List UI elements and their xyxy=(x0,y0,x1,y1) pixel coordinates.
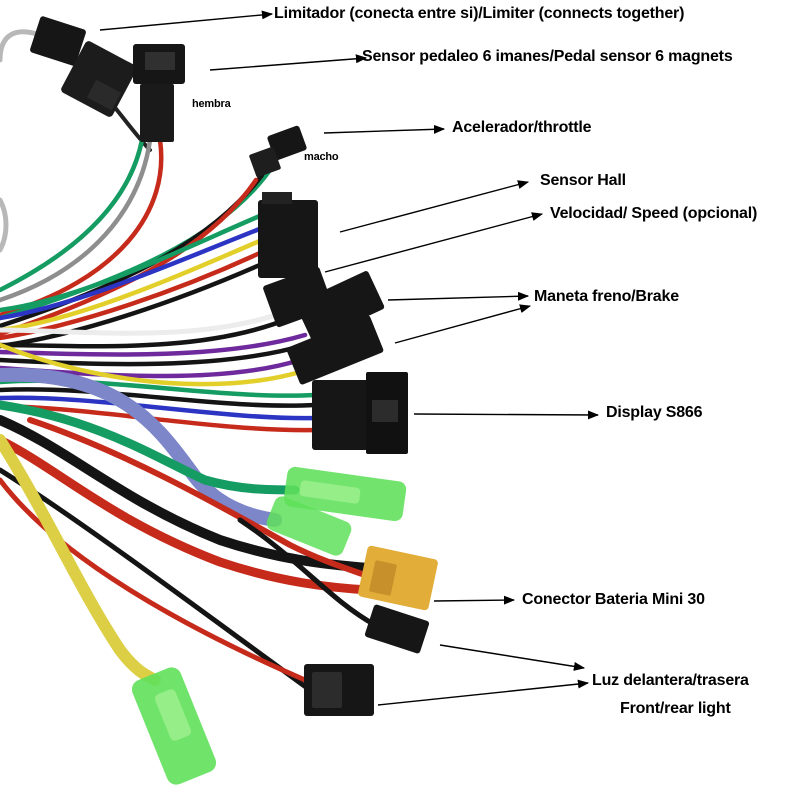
arrow-battery xyxy=(433,595,516,605)
wire-brake-purple-1 xyxy=(0,332,308,357)
arrow-limiter xyxy=(99,10,274,31)
label-throttle: Acelerador/throttle xyxy=(452,119,592,136)
wire-red-battery-2 xyxy=(27,417,368,578)
wire-black-battery xyxy=(0,415,375,573)
arrow-display xyxy=(413,410,600,420)
label-light-en: Front/rear light xyxy=(620,700,731,717)
label-hembra: hembra xyxy=(192,98,231,110)
wire-grey-loop xyxy=(0,29,43,63)
wire-hall-black xyxy=(0,261,265,349)
wire-display-red xyxy=(0,403,318,433)
brake-connector-1 xyxy=(295,271,385,341)
hall-sensor-connector xyxy=(258,192,318,278)
wire-green-phase xyxy=(0,400,300,495)
wire-display-blue xyxy=(0,395,318,421)
brake-connector-2 xyxy=(286,315,384,385)
wire-brake-black-1 xyxy=(0,342,308,367)
label-brake: Maneta freno/Brake xyxy=(534,288,679,305)
arrow-brake-2 xyxy=(394,304,532,344)
label-pedal-sensor: Sensor pedaleo 6 imanes/Pedal sensor 6 m… xyxy=(362,48,733,65)
arrow-speed xyxy=(324,212,544,273)
green-cap-3 xyxy=(131,667,217,785)
wire-grey-side xyxy=(0,197,9,253)
wire-speed-white xyxy=(0,307,293,336)
green-cap-2 xyxy=(266,496,352,556)
label-hall: Sensor Hall xyxy=(540,172,626,189)
light-connector-2 xyxy=(304,664,374,716)
arrow-throttle xyxy=(323,124,446,134)
pointer-arrows xyxy=(99,10,600,706)
wires xyxy=(0,29,378,693)
label-light-es: Luz delantera/trasera xyxy=(592,672,749,689)
wire-hall-green xyxy=(0,212,265,313)
light-connector-1 xyxy=(364,604,430,654)
label-macho: macho xyxy=(304,151,339,163)
arrow-light-1 xyxy=(439,644,586,671)
label-display: Display S866 xyxy=(606,404,703,421)
wire-light-black xyxy=(0,467,313,693)
battery-connector xyxy=(358,545,438,611)
wire-hall-yellow xyxy=(0,237,265,333)
wire-light-black-2 xyxy=(237,517,378,628)
connectors xyxy=(30,16,438,785)
wire-pedal-green xyxy=(0,137,145,293)
green-cap-1 xyxy=(283,466,407,522)
wire-speed-black xyxy=(0,315,293,349)
wire-hall-blue xyxy=(0,225,265,321)
label-speed: Velocidad/ Speed (opcional) xyxy=(550,205,758,222)
wire-pedal-grey xyxy=(0,137,153,303)
arrow-hall xyxy=(339,180,530,233)
pedal-sensor-connector xyxy=(133,44,185,142)
wire-yellow-thick xyxy=(0,434,161,686)
limiter-connector xyxy=(30,16,137,117)
wire-lavender-thick xyxy=(0,367,282,527)
wire-brake-yellow xyxy=(0,342,303,387)
label-limiter: Limitador (conecta entre si)/Limiter (co… xyxy=(274,5,685,22)
display-connector xyxy=(312,372,408,454)
wire-light-red xyxy=(0,477,308,683)
throttle-connector xyxy=(249,125,307,178)
label-battery: Conector Bateria Mini 30 xyxy=(522,591,705,608)
wire-display-black xyxy=(0,387,318,408)
arrow-light-2 xyxy=(377,679,590,706)
arrow-pedal-sensor xyxy=(209,54,368,71)
arrow-brake-1 xyxy=(387,291,530,301)
